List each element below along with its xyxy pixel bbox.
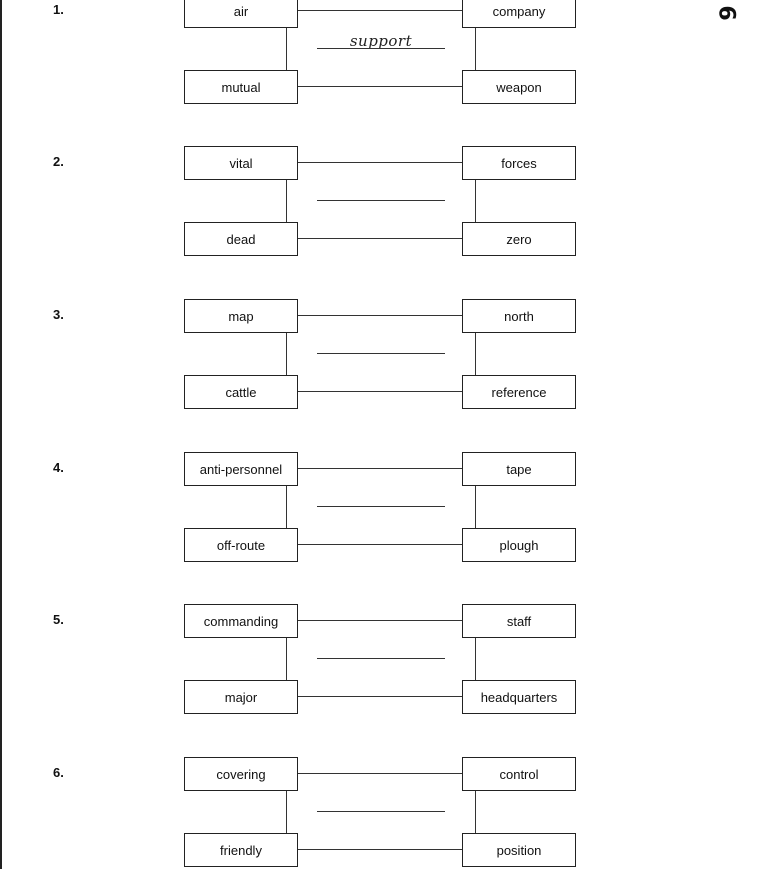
exercise-number: 2. <box>53 154 64 169</box>
connector-left <box>286 638 287 680</box>
exercise-1: 1. air company mutual weapon support <box>0 0 773 120</box>
word-box-bottom-left: mutual <box>184 70 298 104</box>
word-box-top-right: north <box>462 299 576 333</box>
exercise-2: 2. vital forces dead zero <box>0 146 773 272</box>
exercise-number: 5. <box>53 612 64 627</box>
connector-bottom <box>298 696 462 697</box>
exercise-3: 3. map north cattle reference <box>0 299 773 425</box>
connector-top <box>298 10 462 11</box>
connector-left <box>286 28 287 70</box>
answer-blank[interactable] <box>317 811 445 812</box>
connector-top <box>298 620 462 621</box>
word-box-bottom-right: plough <box>462 528 576 562</box>
connector-left <box>286 486 287 528</box>
answer-blank[interactable] <box>317 48 445 49</box>
exercise-number: 6. <box>53 765 64 780</box>
word-box-bottom-left: friendly <box>184 833 298 867</box>
connector-top <box>298 773 462 774</box>
word-box-top-left: anti-personnel <box>184 452 298 486</box>
connector-top <box>298 315 462 316</box>
connector-top <box>298 162 462 163</box>
word-box-bottom-right: reference <box>462 375 576 409</box>
exercise-number: 3. <box>53 307 64 322</box>
exercise-5: 5. commanding staff major headquarters <box>0 604 773 730</box>
word-box-top-right: forces <box>462 146 576 180</box>
connector-left <box>286 791 287 833</box>
word-box-top-left: covering <box>184 757 298 791</box>
connector-right <box>475 638 476 680</box>
connector-bottom <box>298 544 462 545</box>
word-box-top-right: staff <box>462 604 576 638</box>
connector-right <box>475 180 476 222</box>
word-box-top-right: tape <box>462 452 576 486</box>
answer-handwritten: support <box>349 32 413 50</box>
word-box-top-left: air <box>184 0 298 28</box>
word-box-bottom-left: cattle <box>184 375 298 409</box>
connector-left <box>286 333 287 375</box>
exercise-number: 4. <box>53 460 64 475</box>
answer-blank[interactable] <box>317 658 445 659</box>
exercise-number: 1. <box>53 2 64 17</box>
connector-bottom <box>298 238 462 239</box>
answer-blank[interactable] <box>317 353 445 354</box>
connector-bottom <box>298 86 462 87</box>
answer-blank[interactable] <box>317 506 445 507</box>
connector-right <box>475 333 476 375</box>
connector-left <box>286 180 287 222</box>
connector-bottom <box>298 849 462 850</box>
word-box-bottom-right: position <box>462 833 576 867</box>
word-box-top-left: map <box>184 299 298 333</box>
word-box-top-right: company <box>462 0 576 28</box>
connector-right <box>475 791 476 833</box>
answer-blank[interactable] <box>317 200 445 201</box>
connector-bottom <box>298 391 462 392</box>
connector-right <box>475 28 476 70</box>
word-box-top-left: vital <box>184 146 298 180</box>
page-left-border <box>0 0 2 869</box>
exercise-4: 4. anti-personnel tape off-route plough <box>0 452 773 578</box>
word-box-bottom-left: off-route <box>184 528 298 562</box>
word-box-bottom-left: major <box>184 680 298 714</box>
word-box-bottom-right: zero <box>462 222 576 256</box>
word-box-top-left: commanding <box>184 604 298 638</box>
word-box-bottom-right: weapon <box>462 70 576 104</box>
connector-right <box>475 486 476 528</box>
word-box-bottom-left: dead <box>184 222 298 256</box>
word-box-top-right: control <box>462 757 576 791</box>
exercise-6: 6. covering control friendly position <box>0 757 773 883</box>
connector-top <box>298 468 462 469</box>
word-box-bottom-right: headquarters <box>462 680 576 714</box>
